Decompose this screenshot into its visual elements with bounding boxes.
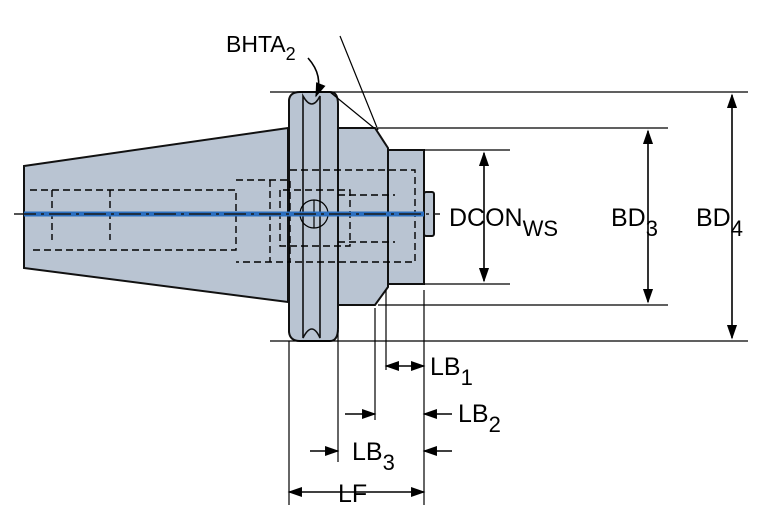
lb1-label: LB1 bbox=[430, 353, 473, 390]
dimension-lines bbox=[287, 35, 738, 498]
lf-label: LF bbox=[338, 480, 367, 508]
lb2-label: LB2 bbox=[458, 400, 501, 437]
dcon-label: DCONWS bbox=[449, 204, 558, 241]
extension-lines bbox=[270, 91, 748, 505]
bd3-label: BD3 bbox=[611, 204, 658, 241]
lb3-label: LB3 bbox=[352, 438, 395, 475]
bd4-label: BD4 bbox=[696, 204, 743, 241]
bhta-angle-arc bbox=[307, 57, 326, 98]
bhta-leader bbox=[339, 35, 379, 131]
bhta-label: BHTA2 bbox=[226, 31, 296, 64]
flange-groove bbox=[302, 92, 321, 339]
